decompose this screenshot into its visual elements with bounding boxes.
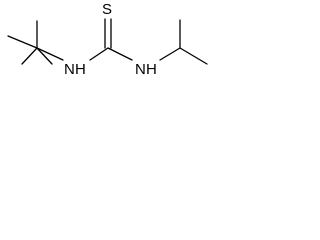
bond-tbu-to-nh <box>36 47 64 61</box>
structure-canvas: N H S N H <box>0 0 216 88</box>
atom-hydrogen-left: H <box>75 61 86 78</box>
thiocarbonyl-group: S <box>89 1 133 61</box>
isopropyl-group <box>159 19 208 65</box>
bond-isopropyl-methyl-right <box>179 47 208 65</box>
bond-nh-to-isopropyl <box>159 47 181 61</box>
bond-tbu-methyl-bottom <box>21 47 38 65</box>
atom-hydrogen-right: H <box>146 61 157 78</box>
atom-nitrogen-left: N <box>64 61 75 78</box>
bond-nh-to-carbon-left <box>89 47 109 61</box>
bond-tbu-methyl-right <box>36 47 53 65</box>
thiourea-structure: N H S N H <box>7 1 208 78</box>
atom-sulfur: S <box>102 1 112 18</box>
bond-tbu-methyl-left <box>7 35 38 49</box>
atom-nitrogen-right: N <box>135 61 146 78</box>
tert-butyl-group <box>7 20 64 65</box>
bond-carbon-to-nh-right <box>107 47 133 61</box>
amine-right: N H <box>135 61 157 78</box>
amine-left: N H <box>64 61 86 78</box>
